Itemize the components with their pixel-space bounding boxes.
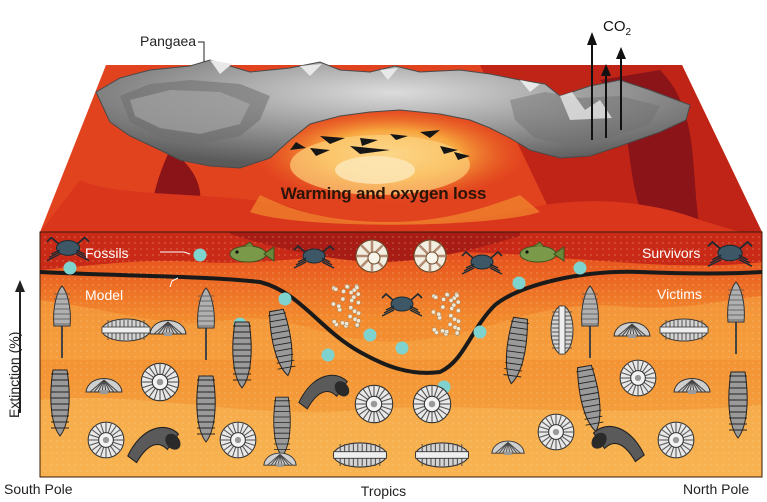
- trilobite-icon: [102, 319, 150, 341]
- diagram-title: Warming and oxygen loss: [0, 184, 767, 204]
- ammonite-icon: [88, 422, 124, 458]
- co2-main: CO: [603, 18, 626, 35]
- fossil-dot: [64, 262, 77, 275]
- survivors-label: Survivors: [642, 245, 700, 261]
- ammonite-icon: [538, 414, 574, 450]
- victims-label: Victims: [657, 286, 702, 302]
- ammonite-icon: [620, 360, 656, 396]
- north-pole-label: North Pole: [683, 481, 749, 497]
- fossil-dot: [322, 349, 335, 362]
- trilobite-icon: [660, 319, 708, 341]
- pangaea-label: Pangaea: [140, 33, 196, 49]
- ammonite-icon: [220, 422, 256, 458]
- co2-subscript: 2: [626, 27, 632, 38]
- fossils-label: Fossils: [85, 245, 129, 261]
- co2-arrow-icon: [587, 32, 626, 140]
- fossil-dot: [279, 293, 292, 306]
- co2-label: CO2: [603, 18, 631, 38]
- ammonite-icon: [658, 422, 694, 458]
- pangaea-leader: [198, 42, 204, 62]
- nautilus-icon: [414, 240, 446, 272]
- fossil-dot: [474, 326, 487, 339]
- trilobite-icon: [416, 443, 469, 467]
- fossil-dot: [574, 262, 587, 275]
- fossil-dot: [364, 329, 377, 342]
- ammonite-icon: [413, 385, 450, 422]
- fossil-dot: [396, 342, 409, 355]
- fossil-dot: [513, 277, 526, 290]
- trilobite-icon: [551, 306, 573, 354]
- ammonite-icon: [141, 363, 178, 400]
- ammonite-icon: [355, 385, 392, 422]
- nautilus-icon: [356, 240, 388, 272]
- fossil-dot: [194, 249, 207, 262]
- y-axis-label: Extinction (%): [6, 332, 22, 418]
- model-label: Model: [85, 287, 123, 303]
- trilobite-icon: [334, 443, 387, 467]
